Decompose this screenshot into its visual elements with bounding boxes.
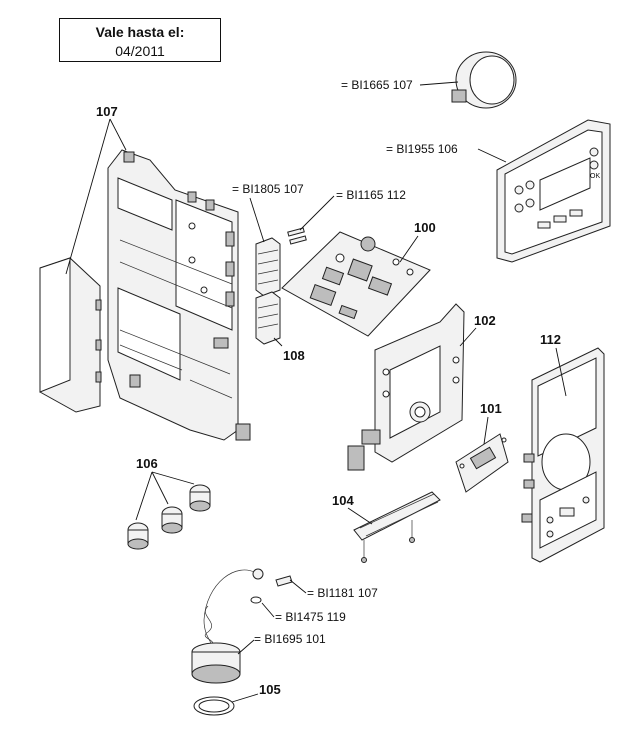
callout-112: 112 — [540, 332, 561, 347]
ref-bi1181-107-leader — [289, 579, 307, 594]
sensor-clip — [252, 568, 293, 587]
callout-102: 102 — [474, 313, 496, 328]
callout-105-leader — [231, 693, 259, 703]
callout-100-leader — [399, 235, 419, 263]
sensor-housing — [191, 642, 241, 684]
o-ring-small — [250, 596, 262, 604]
ref-bi1181-107: = BI1181 107 — [307, 586, 378, 600]
interface-board — [455, 433, 509, 493]
pins — [287, 227, 307, 245]
callout-101: 101 — [480, 401, 502, 416]
sealing-ring — [193, 696, 235, 716]
callout-104: 104 — [332, 493, 354, 508]
ref-bi1475-119-leader — [261, 602, 275, 618]
ref-bi1955-106-leader — [477, 148, 507, 163]
callout-108: 108 — [283, 348, 305, 363]
front-control-panel: OK — [496, 119, 611, 263]
ref-bi1805-107-leader — [249, 197, 265, 243]
ref-bi1665-107: = BI1665 107 — [341, 78, 413, 92]
ref-bi1805-107: = BI1805 107 — [232, 182, 304, 196]
callout-106-leader — [135, 471, 195, 521]
callout-106: 106 — [136, 456, 158, 471]
callout-107-leader — [65, 118, 127, 275]
ref-bi1665-107-leader — [419, 81, 459, 86]
control-knob — [451, 51, 517, 109]
callout-104-leader — [347, 507, 373, 525]
callout-100: 100 — [414, 220, 436, 235]
validity-title: Vale hasta el: — [95, 24, 185, 40]
callout-107: 107 — [96, 104, 118, 119]
cable-glands — [127, 484, 211, 550]
ref-bi1165-112: = BI1165 112 — [336, 188, 406, 202]
ref-bi1165-112-leader — [299, 195, 335, 231]
callout-112-leader — [555, 347, 567, 397]
inner-chassis-frame — [347, 303, 465, 471]
terminal-blocks — [255, 237, 281, 345]
validity-date: 04/2011 — [115, 43, 165, 59]
housing-main-frame — [107, 149, 251, 441]
front-cover — [521, 347, 605, 563]
callout-101-leader — [483, 416, 489, 445]
validity-box: Vale hasta el: 04/2011 — [59, 18, 221, 62]
cable-bracket — [353, 491, 441, 563]
ref-bi1475-119: = BI1475 119 — [275, 610, 346, 624]
ref-bi1695-101-leader — [237, 639, 255, 655]
housing-back-cover — [39, 257, 102, 413]
ref-bi1695-101: = BI1695 101 — [254, 632, 326, 646]
callout-102-leader — [459, 327, 477, 347]
callout-108-leader — [273, 337, 283, 347]
main-circuit-board — [281, 231, 431, 337]
callout-105: 105 — [259, 682, 281, 697]
ref-bi1955-106: = BI1955 106 — [386, 142, 458, 156]
sensor-cable — [203, 569, 259, 647]
panel-ok-label: OK — [590, 173, 600, 180]
